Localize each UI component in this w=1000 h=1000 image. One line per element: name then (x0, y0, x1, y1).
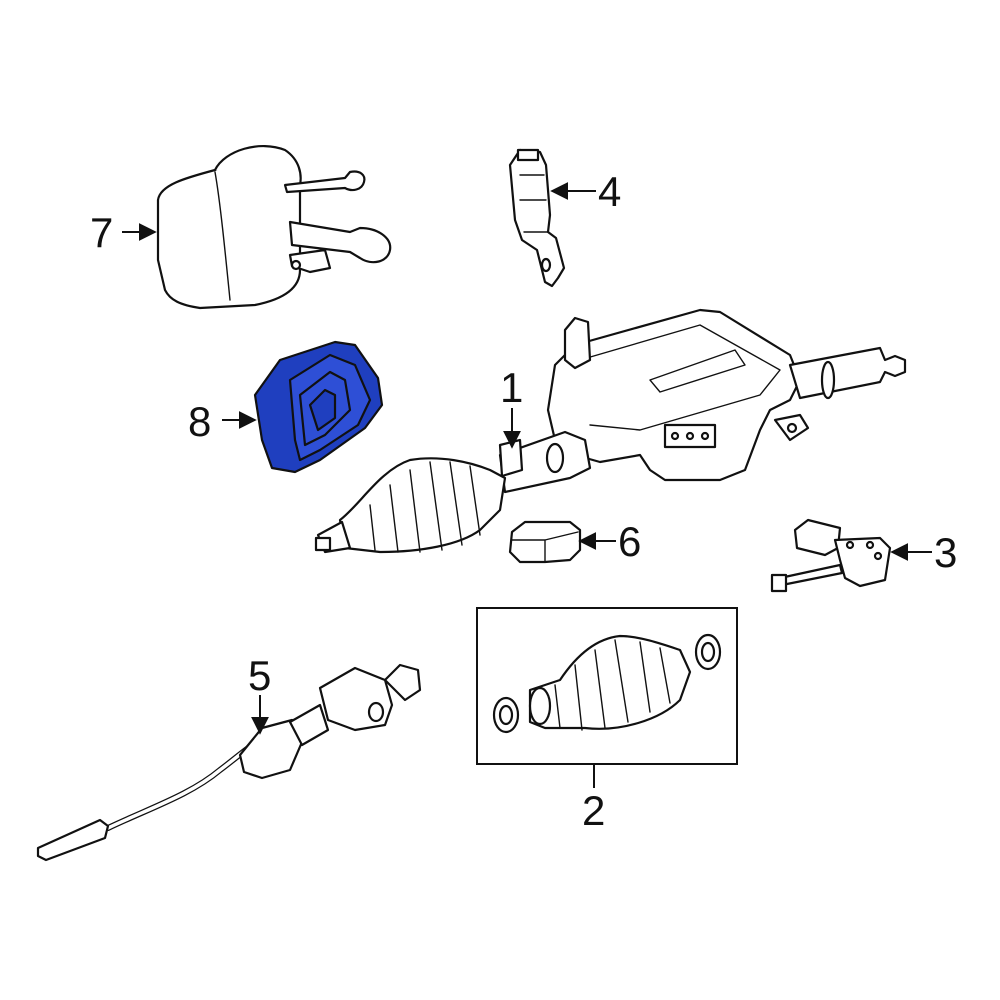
callout-7: 7 (90, 209, 113, 256)
part-3-motor[interactable] (770, 518, 892, 593)
part-8-cover-boot[interactable] (253, 340, 384, 474)
callout-8: 8 (188, 398, 211, 445)
callout-2: 2 (582, 787, 605, 834)
part-2-boot-kit[interactable] (492, 633, 722, 734)
part-1-steering-column[interactable] (314, 308, 907, 554)
part-6-connector[interactable] (508, 520, 582, 564)
part-2-boot-kit-box[interactable] (476, 607, 738, 765)
callout-1: 1 (500, 364, 523, 411)
part-4-sensor[interactable] (508, 148, 566, 288)
part-7-switch-module[interactable] (156, 145, 392, 310)
callout-4: 4 (598, 168, 621, 215)
callout-5: 5 (248, 652, 271, 699)
callout-6: 6 (618, 518, 641, 565)
part-5-cable[interactable] (36, 663, 422, 862)
callout-3: 3 (934, 529, 957, 576)
